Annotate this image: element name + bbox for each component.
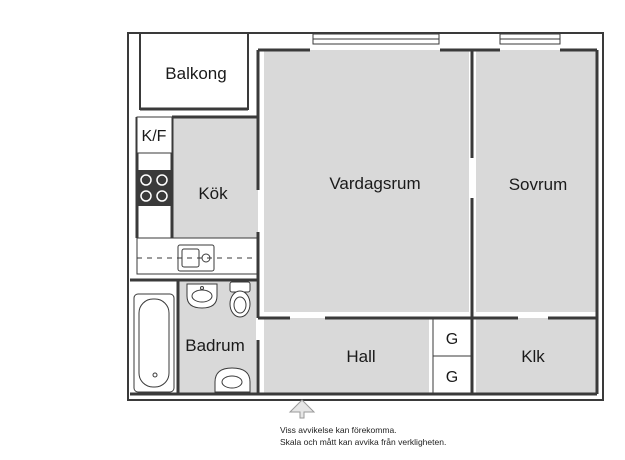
bedroom-floor: [476, 50, 597, 312]
bathtub-icon: [133, 293, 175, 393]
kitchen-floor: [172, 117, 258, 238]
fridge-freezer-box: [136, 116, 173, 154]
closet-label: Klk: [521, 347, 545, 366]
bedroom-label: Sovrum: [509, 175, 568, 194]
stove-icon: [137, 170, 172, 206]
interior-walls: [130, 48, 599, 396]
wardrobe-label-top: G: [446, 331, 458, 348]
fridge-freezer-label: K/F: [142, 128, 167, 145]
washbasin-icon: [214, 367, 251, 393]
bathroom-sink-icon: [186, 283, 218, 309]
balcony-label: Balkong: [165, 64, 226, 83]
hall-label: Hall: [346, 347, 375, 366]
disclaimer-line-1: Viss avvikelse kan förekomma.: [280, 425, 397, 435]
hall-floor: [264, 318, 429, 394]
living-room-floor: [264, 50, 469, 312]
windows: [312, 33, 561, 45]
disclaimer-line-2: Skala och mått kan avvika från verklighe…: [280, 437, 447, 447]
balcony-area: [139, 32, 249, 110]
toilet-icon: [229, 281, 251, 318]
entrance-arrow-icon: [288, 399, 316, 419]
kitchen-label: Kök: [198, 184, 228, 203]
wardrobe-label-bottom: G: [446, 369, 458, 386]
living-room-label: Vardagsrum: [329, 174, 420, 193]
bathroom-label: Badrum: [185, 336, 245, 355]
disclaimer-note: Viss avvikelse kan förekomma. Skala och …: [280, 424, 446, 448]
closet-floor: [476, 318, 597, 394]
